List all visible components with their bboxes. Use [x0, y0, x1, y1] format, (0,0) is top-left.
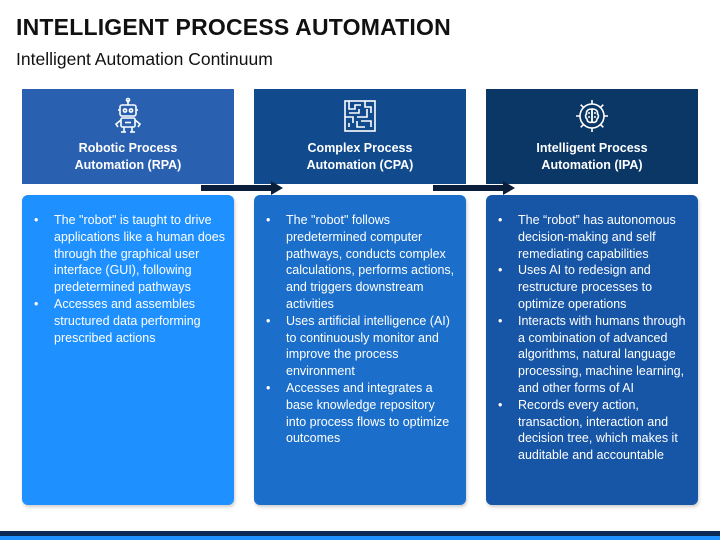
arrow-cpa-to-ipa	[433, 181, 517, 195]
stage-card-cpa: The "robot" follows predetermined comput…	[254, 195, 466, 505]
page-title: INTELLIGENT PROCESS AUTOMATION	[16, 14, 451, 40]
arrow-head	[503, 181, 515, 195]
bullet-item: Accesses and assembles structured data p…	[32, 296, 226, 346]
bullet-item: The “robot” has autonomous decision-maki…	[496, 212, 690, 262]
stage-label: Intelligent Process Automation (IPA)	[536, 141, 648, 172]
brain-gear-icon	[486, 97, 698, 135]
stage-label: Complex Process Automation (CPA)	[306, 141, 414, 172]
arrow-rpa-to-cpa	[201, 181, 285, 195]
footer-bar-light	[0, 536, 720, 540]
arrow-shaft	[433, 185, 503, 191]
bullet-list: The "robot" follows predetermined comput…	[254, 195, 466, 447]
maze-icon	[254, 97, 466, 135]
stage-header-rpa: Robotic Process Automation (RPA)	[22, 89, 234, 184]
bullet-list: The “robot” has autonomous decision-maki…	[486, 195, 698, 464]
bullet-item: The "robot" follows predetermined comput…	[264, 212, 458, 313]
bullet-item: Accesses and integrates a base knowledge…	[264, 380, 458, 447]
robot-icon	[22, 97, 234, 135]
stage-card-ipa: The “robot” has autonomous decision-maki…	[486, 195, 698, 505]
bullet-item: The "robot" is taught to drive applicati…	[32, 212, 226, 296]
page-subtitle: Intelligent Automation Continuum	[16, 49, 273, 69]
stage-card-rpa: The "robot" is taught to drive applicati…	[22, 195, 234, 505]
bullet-item: Uses artificial intelligence (AI) to con…	[264, 313, 458, 380]
bullet-item: Records every action, transaction, inter…	[496, 397, 690, 464]
stage-header-ipa: Intelligent Process Automation (IPA)	[486, 89, 698, 184]
arrow-head	[271, 181, 283, 195]
bullet-item: Interacts with humans through a combinat…	[496, 313, 690, 397]
stage-header-cpa: Complex Process Automation (CPA)	[254, 89, 466, 184]
arrow-shaft	[201, 185, 271, 191]
bullet-list: The "robot" is taught to drive applicati…	[22, 195, 234, 346]
bullet-item: Uses AI to redesign and restructure proc…	[496, 262, 690, 312]
stage-label: Robotic Process Automation (RPA)	[74, 141, 182, 172]
footer-bar-dark	[0, 531, 720, 536]
